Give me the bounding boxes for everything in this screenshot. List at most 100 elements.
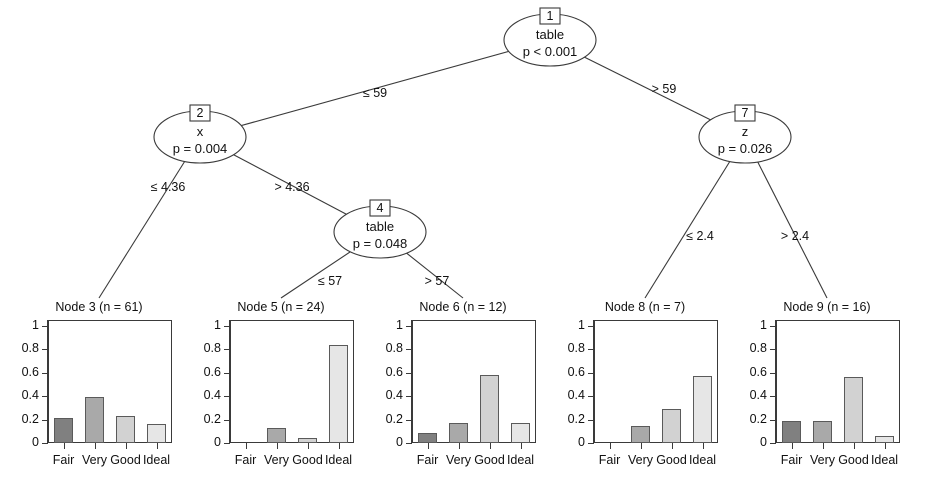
x-tick-label-good: Good [838, 453, 869, 467]
x-tick-mark [520, 443, 522, 449]
y-tick-mark [770, 349, 776, 351]
x-tick-mark [489, 443, 491, 449]
x-tick-label-ideal: Ideal [324, 453, 353, 467]
y-tick-mark [588, 349, 594, 351]
x-tick-label-fair: Fair [52, 453, 75, 467]
y-tick-label: 0.4 [203, 388, 221, 403]
bar-node3-fair [53, 418, 74, 443]
x-tick-mark [156, 443, 158, 449]
y-tick-label: 0 [214, 435, 221, 449]
y-tick-mark [42, 325, 48, 327]
y-tick-mark [42, 349, 48, 351]
y-axis-line [47, 320, 48, 443]
x-tick-mark [609, 443, 611, 449]
y-tick-label: 0.6 [749, 364, 767, 379]
x-tick-label-very: Very [627, 453, 653, 467]
y-tick-mark [42, 443, 48, 444]
y-tick-mark [406, 325, 412, 327]
y-tick-mark [770, 372, 776, 374]
inner-node-7: 7zp = 0.026 [698, 104, 792, 164]
y-tick-label: 0.6 [21, 364, 39, 379]
bar-node3-ideal [146, 423, 167, 443]
x-tick-label-good: Good [656, 453, 687, 467]
bar-node3-very [84, 396, 105, 443]
y-tick-mark [588, 443, 594, 444]
y-tick-mark [770, 396, 776, 398]
y-tick-mark [42, 396, 48, 398]
panel-title-node-5: Node 5 (n = 24) [237, 300, 325, 314]
y-tick-label: 0.6 [567, 364, 585, 379]
node-pvalue-label: p = 0.048 [353, 236, 408, 251]
y-tick-mark [42, 372, 48, 374]
node-number-box [734, 104, 756, 122]
x-tick-label-very: Very [445, 453, 471, 467]
y-tick-label: 1 [760, 317, 767, 332]
edge-label-7-8: ≤ 2.4 [686, 229, 714, 243]
y-axis-line [775, 320, 776, 443]
bar-node8-good [661, 409, 682, 443]
y-tick-label: 0.6 [203, 364, 221, 379]
y-tick-mark [770, 419, 776, 421]
y-tick-mark [406, 372, 412, 374]
y-tick-label: 1 [214, 317, 221, 332]
inner-node-2: 2xp = 0.004 [153, 104, 247, 164]
bar-node6-very [448, 423, 469, 443]
x-tick-label-good: Good [292, 453, 323, 467]
y-tick-label: 0.4 [385, 388, 403, 403]
y-tick-mark [588, 325, 594, 327]
y-tick-label: 0.4 [21, 388, 39, 403]
x-tick-label-fair: Fair [598, 453, 621, 467]
x-tick-mark [671, 443, 673, 449]
x-tick-label-fair: Fair [780, 453, 803, 467]
bar-node9-very [812, 420, 833, 443]
x-tick-mark [640, 443, 642, 449]
bar-node6-ideal [510, 423, 531, 443]
y-tick-label: 0.8 [21, 341, 39, 356]
y-tick-label: 0.2 [203, 411, 221, 426]
bar-node8-ideal [692, 376, 713, 443]
x-tick-label-fair: Fair [234, 453, 257, 467]
bar-node3-good [115, 416, 136, 443]
x-tick-mark [338, 443, 340, 449]
y-tick-label: 0 [396, 435, 403, 449]
y-axis-line [593, 320, 594, 443]
y-tick-mark [224, 443, 230, 444]
tree-edge-2-3 [98, 136, 201, 299]
y-tick-mark [588, 419, 594, 421]
y-axis-line [229, 320, 230, 443]
x-tick-mark [791, 443, 793, 449]
panel-title-node-9: Node 9 (n = 16) [783, 300, 871, 314]
panel-title-node-8: Node 8 (n = 7) [604, 300, 686, 314]
y-tick-mark [224, 325, 230, 327]
tree-edge-1-2 [199, 39, 551, 138]
x-tick-mark [125, 443, 127, 449]
edge-label-4-6: > 57 [425, 274, 450, 288]
x-tick-label-very: Very [81, 453, 107, 467]
y-tick-label: 0.4 [567, 388, 585, 403]
y-tick-label: 0.8 [567, 341, 585, 356]
edge-label-1-7: > 59 [652, 82, 677, 96]
bar-node6-fair [417, 433, 438, 443]
y-tick-mark [770, 443, 776, 444]
x-tick-label-ideal: Ideal [506, 453, 535, 467]
bar-node6-good [479, 374, 500, 443]
y-tick-label: 0 [32, 435, 39, 449]
bar-node5-ideal [328, 345, 349, 443]
node-number-label: 1 [547, 9, 554, 23]
x-tick-mark [276, 443, 278, 449]
plot-area-node-6 [412, 320, 536, 443]
edge-label-7-9: > 2.4 [781, 229, 809, 243]
edge-label-2-3: ≤ 4.36 [151, 180, 186, 194]
node-pvalue-label: p = 0.004 [173, 141, 228, 156]
node-variable-label: z [742, 124, 749, 139]
y-tick-mark [224, 419, 230, 421]
bar-node5-very [266, 428, 287, 443]
y-tick-label: 0.8 [749, 341, 767, 356]
y-tick-label: 0 [578, 435, 585, 449]
x-tick-label-very: Very [809, 453, 835, 467]
y-tick-label: 0 [760, 435, 767, 449]
edge-label-4-5: ≤ 57 [318, 274, 342, 288]
